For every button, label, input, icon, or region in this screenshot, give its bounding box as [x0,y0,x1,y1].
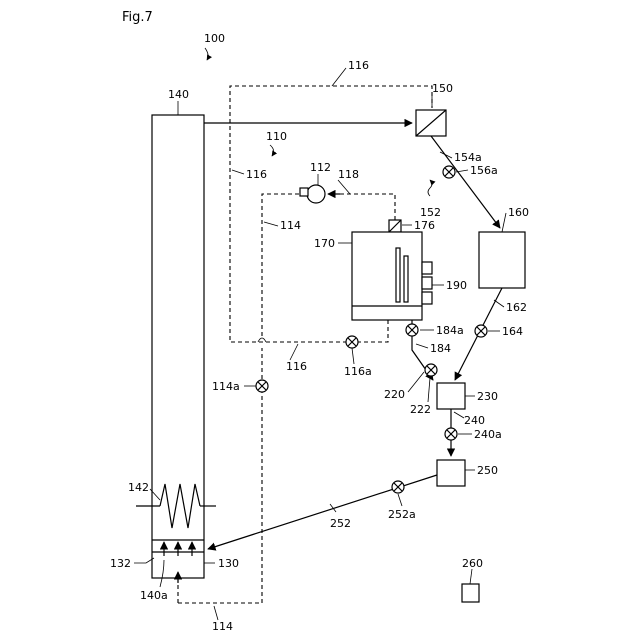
label-230: 230 [477,390,498,403]
label-150: 150 [432,82,453,95]
label-112: 112 [310,161,331,174]
label-152: 152 [420,206,441,219]
label-140: 140 [168,88,189,101]
tank-electrode-2 [404,256,408,302]
label-114-bottom: 114 [212,620,233,633]
label-130: 130 [218,557,239,570]
leader-132 [134,558,154,563]
label-132: 132 [110,557,131,570]
leader-240 [454,412,464,418]
valve-184a [406,324,418,336]
label-162: 162 [506,301,527,314]
label-240: 240 [464,414,485,427]
unit-190 [422,262,432,304]
pointer-110 [270,145,274,156]
label-190: 190 [446,279,467,292]
valve-156a [443,166,455,178]
label-114-top: 114 [280,219,301,232]
leader-260 [470,569,472,584]
valve-222 [425,364,437,376]
label-170: 170 [314,237,335,250]
leader-154a [440,152,452,158]
label-222: 222 [410,403,431,416]
pointer-100 [205,48,208,60]
label-116-bottom: 116 [286,360,307,373]
label-252a: 252a [388,508,416,521]
tank-electrode-1 [396,248,400,302]
unit-150 [416,110,446,136]
leader-162 [494,300,504,307]
unit-230 [437,383,465,409]
label-240a: 240a [474,428,502,441]
pump-112 [300,185,325,203]
sensor-176 [389,220,401,232]
unit-250 [437,460,465,486]
label-116a: 116a [344,365,372,378]
leader-114-top [264,222,278,226]
line-114-upper [262,194,300,336]
label-164: 164 [502,325,523,338]
pointer-152 [428,180,432,196]
line-154a [431,136,500,228]
unit-260 [462,584,479,602]
valve-116a [346,336,358,348]
valve-240a [445,428,457,440]
label-116-top: 116 [348,59,369,72]
tank-170 [352,232,422,320]
label-116-left: 116 [246,168,267,181]
label-252: 252 [330,517,351,530]
label-260: 260 [462,557,483,570]
leader-118 [338,180,350,194]
leader-116-left [232,170,244,174]
line-114-jump [258,338,266,342]
figure-title: Fig.7 [122,10,153,25]
leader-252a [398,494,402,506]
leader-116-bottom [290,344,298,360]
label-184: 184 [430,342,451,355]
label-140a: 140a [140,589,168,602]
valve-114a [256,380,268,392]
leader-116-top [332,68,346,86]
valve-164 [475,325,487,337]
leader-160 [502,213,506,232]
label-154a: 154a [454,151,482,164]
unit-160 [479,232,525,288]
label-250: 250 [477,464,498,477]
leader-220 [408,372,424,392]
label-176: 176 [414,219,435,232]
leader-184 [416,344,428,348]
label-118: 118 [338,168,359,181]
label-156a: 156a [470,164,498,177]
label-142: 142 [128,481,149,494]
valve-252a [392,481,404,493]
leader-222 [428,378,430,402]
line-118 [336,194,395,220]
leader-116a [352,348,354,364]
leader-114-bottom [214,606,218,620]
label-100: 100 [204,32,225,45]
label-160: 160 [508,206,529,219]
label-114a: 114a [212,380,240,393]
label-184a: 184a [436,324,464,337]
column-140 [152,115,204,578]
label-220: 220 [384,388,405,401]
label-110: 110 [266,130,287,143]
